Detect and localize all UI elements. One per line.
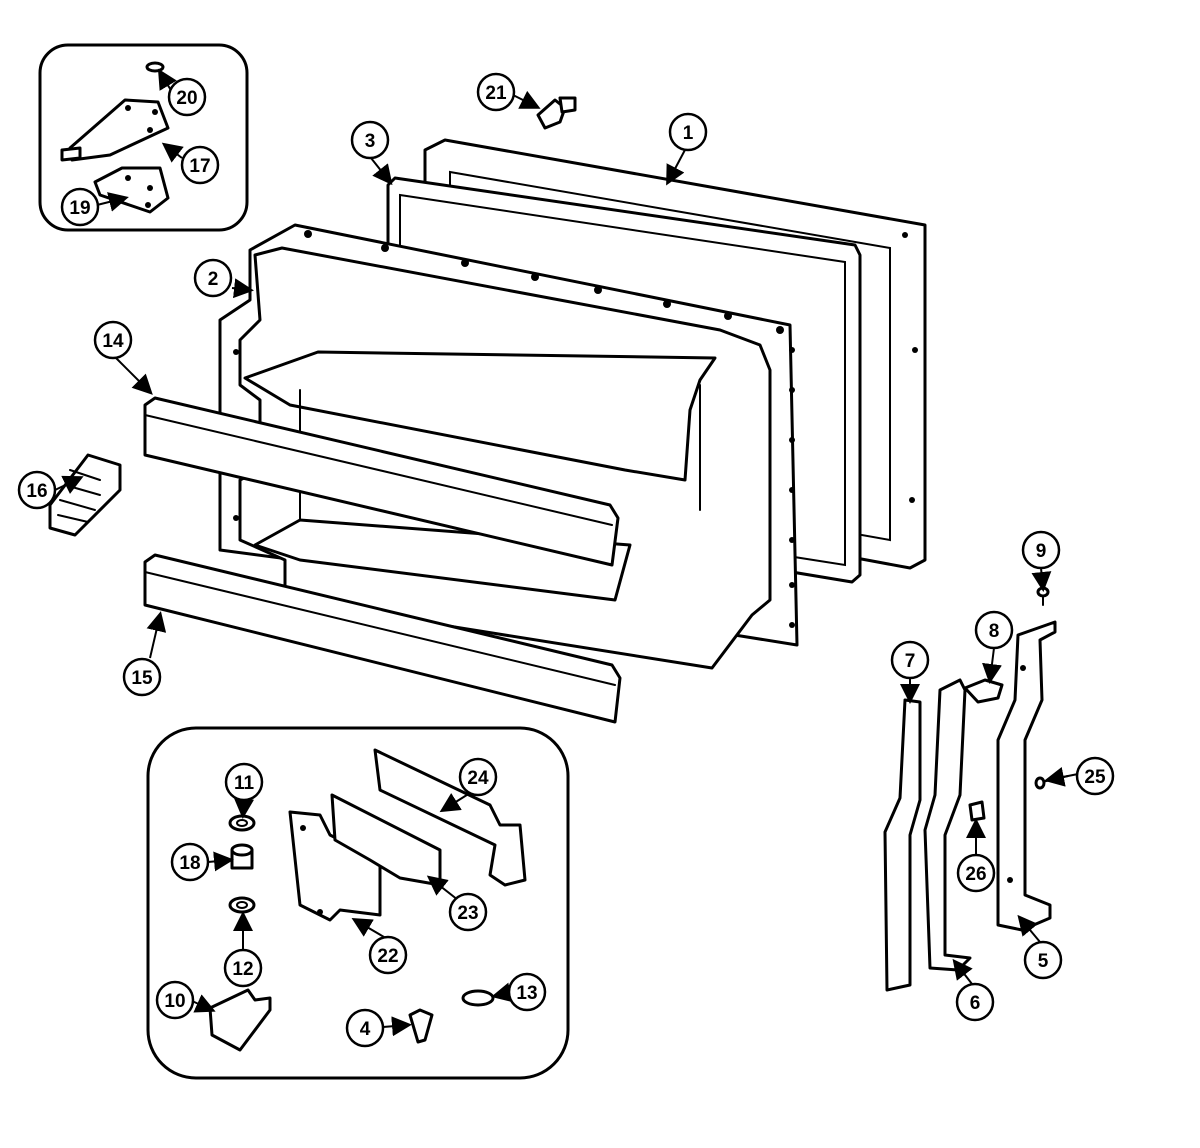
svg-text:25: 25 <box>1084 767 1106 788</box>
callout-5[interactable]: 5 <box>1023 940 1063 980</box>
svg-text:1: 1 <box>683 123 694 144</box>
svg-text:12: 12 <box>232 959 253 980</box>
svg-text:21: 21 <box>485 83 507 104</box>
callout-21[interactable]: 21 <box>476 72 516 112</box>
svg-text:10: 10 <box>164 991 185 1012</box>
hinge-parts-bottom <box>208 748 527 1052</box>
door-stop-5 <box>996 620 1057 932</box>
shelf-rail-upper <box>143 396 620 567</box>
svg-text:18: 18 <box>179 853 200 874</box>
callout-8[interactable]: 8 <box>974 610 1014 650</box>
callout-14[interactable]: 14 <box>93 320 133 360</box>
callout-2[interactable]: 2 <box>193 258 233 298</box>
clip-26 <box>968 800 986 822</box>
svg-text:17: 17 <box>189 156 210 177</box>
svg-text:15: 15 <box>131 668 153 689</box>
callout-18[interactable]: 18 <box>170 842 210 882</box>
inset-hinge-top <box>38 43 249 232</box>
inset-hinge-bottom <box>146 726 570 1080</box>
leader-lines <box>54 68 1079 1037</box>
door-stop-7 <box>883 698 922 992</box>
callout-9[interactable]: 9 <box>1021 530 1061 570</box>
callouts: 1 2 3 4 5 6 7 8 9 10 11 12 13 14 15 16 1… <box>17 72 1115 1048</box>
callout-17[interactable]: 17 <box>180 145 220 185</box>
door-stop-6 <box>923 678 972 972</box>
callout-6[interactable]: 6 <box>955 982 995 1022</box>
hinge-parts-top <box>60 61 170 214</box>
callout-19[interactable]: 19 <box>60 187 100 227</box>
callout-16[interactable]: 16 <box>17 470 57 510</box>
svg-text:3: 3 <box>365 131 376 152</box>
callout-25[interactable]: 25 <box>1075 756 1115 796</box>
callout-3[interactable]: 3 <box>350 120 390 160</box>
callout-26[interactable]: 26 <box>956 853 996 893</box>
callout-20[interactable]: 20 <box>167 77 207 117</box>
door-plug <box>536 96 577 130</box>
callout-23[interactable]: 23 <box>448 892 488 932</box>
callout-22[interactable]: 22 <box>368 935 408 975</box>
small-bracket-8 <box>963 678 1004 704</box>
svg-text:8: 8 <box>989 621 1000 642</box>
callout-12[interactable]: 12 <box>223 948 263 988</box>
callout-15[interactable]: 15 <box>122 657 162 697</box>
svg-text:14: 14 <box>102 331 124 352</box>
svg-text:23: 23 <box>457 903 478 924</box>
callout-7[interactable]: 7 <box>890 640 930 680</box>
shelf-rail-lower <box>143 553 622 724</box>
callout-24[interactable]: 24 <box>458 757 498 797</box>
svg-text:19: 19 <box>69 198 90 219</box>
callout-4[interactable]: 4 <box>345 1008 385 1048</box>
svg-text:20: 20 <box>176 88 197 109</box>
callout-13[interactable]: 13 <box>507 972 547 1012</box>
callout-10[interactable]: 10 <box>155 980 195 1020</box>
door-inner-liner <box>218 223 799 670</box>
svg-text:13: 13 <box>516 983 537 1004</box>
screw-9 <box>1036 586 1050 606</box>
svg-text:26: 26 <box>965 864 986 885</box>
svg-text:7: 7 <box>905 651 916 672</box>
svg-text:2: 2 <box>208 269 219 290</box>
callout-1[interactable]: 1 <box>668 112 708 152</box>
svg-text:16: 16 <box>26 481 47 502</box>
svg-text:11: 11 <box>234 773 255 794</box>
callout-11[interactable]: 11 <box>224 762 264 802</box>
handle-clip <box>48 453 122 537</box>
svg-text:9: 9 <box>1036 541 1047 562</box>
svg-text:4: 4 <box>360 1019 371 1040</box>
svg-text:5: 5 <box>1038 951 1049 972</box>
svg-text:24: 24 <box>467 768 489 789</box>
svg-text:6: 6 <box>970 993 981 1014</box>
svg-text:22: 22 <box>377 946 398 967</box>
